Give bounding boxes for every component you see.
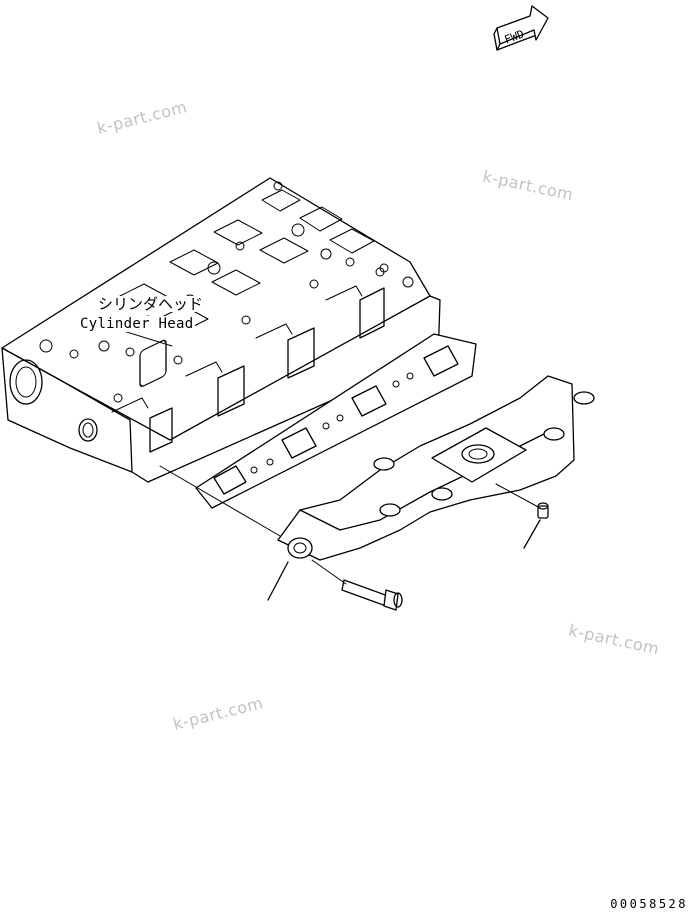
head-exhaust-ports [111,263,389,453]
figure-number: 00058528 [610,897,688,911]
fwd-label: FWD [503,27,526,46]
flange-bolt [341,579,403,611]
fwd-arrow-icon: FWD [493,5,549,51]
part-label-jp: シリンダヘッド [96,295,206,313]
leader-lines [119,329,541,601]
exhaust-gasket [195,333,477,509]
stud-bolt [537,502,549,519]
cylinder-head [1,177,441,483]
part-label-en: Cylinder Head [78,316,196,332]
exhaust-manifold [277,375,595,561]
